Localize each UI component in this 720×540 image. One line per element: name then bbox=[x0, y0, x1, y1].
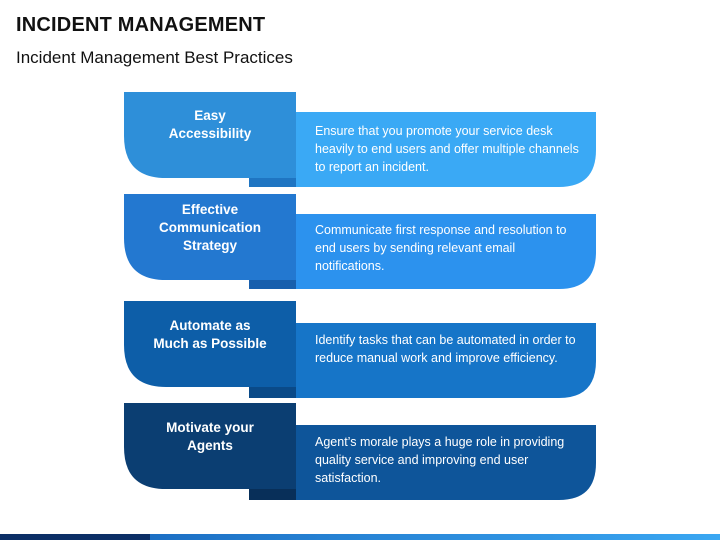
practice-title: Motivate your Agents bbox=[166, 420, 254, 453]
practice-right-banner bbox=[249, 425, 596, 500]
practice-left-banner bbox=[124, 301, 296, 387]
page-subtitle: Incident Management Best Practices bbox=[16, 48, 293, 67]
practice-item-2: Effective Communication Strategy Communi… bbox=[0, 194, 720, 304]
practice-title: Effective Communication Strategy bbox=[158, 202, 261, 253]
practice-item-shapes bbox=[124, 301, 596, 398]
practice-right-banner bbox=[249, 112, 596, 187]
practice-description: Agent’s morale plays a huge role in prov… bbox=[315, 435, 565, 485]
practice-description: Ensure that you promote your service des… bbox=[315, 124, 579, 174]
footer-bar-light-segment bbox=[150, 534, 720, 540]
practice-item-shapes bbox=[124, 92, 596, 187]
practice-title: Easy Accessibility bbox=[168, 108, 252, 141]
practice-left-banner bbox=[124, 403, 296, 489]
practice-item-shapes bbox=[124, 194, 596, 289]
footer-bar-dark-segment bbox=[0, 534, 150, 540]
practice-title: Automate as Much as Possible bbox=[153, 318, 267, 351]
practice-item-4: Motivate your Agents Agent’s morale play… bbox=[0, 403, 720, 513]
practice-left-banner bbox=[124, 194, 296, 280]
page-title: INCIDENT MANAGEMENT bbox=[16, 14, 266, 36]
practice-item-shapes bbox=[124, 403, 596, 500]
footer-accent-bar bbox=[0, 534, 720, 540]
practice-right-banner bbox=[249, 214, 596, 289]
practice-description: Identify tasks that can be automated in … bbox=[315, 333, 576, 365]
practice-right-banner bbox=[249, 323, 596, 398]
practice-item-3: Automate as Much as Possible Identify ta… bbox=[0, 301, 720, 411]
practice-item-1: Easy Accessibility Ensure that you promo… bbox=[0, 92, 720, 202]
practice-left-banner bbox=[124, 92, 296, 178]
practice-description: Communicate first response and resolutio… bbox=[315, 223, 567, 273]
